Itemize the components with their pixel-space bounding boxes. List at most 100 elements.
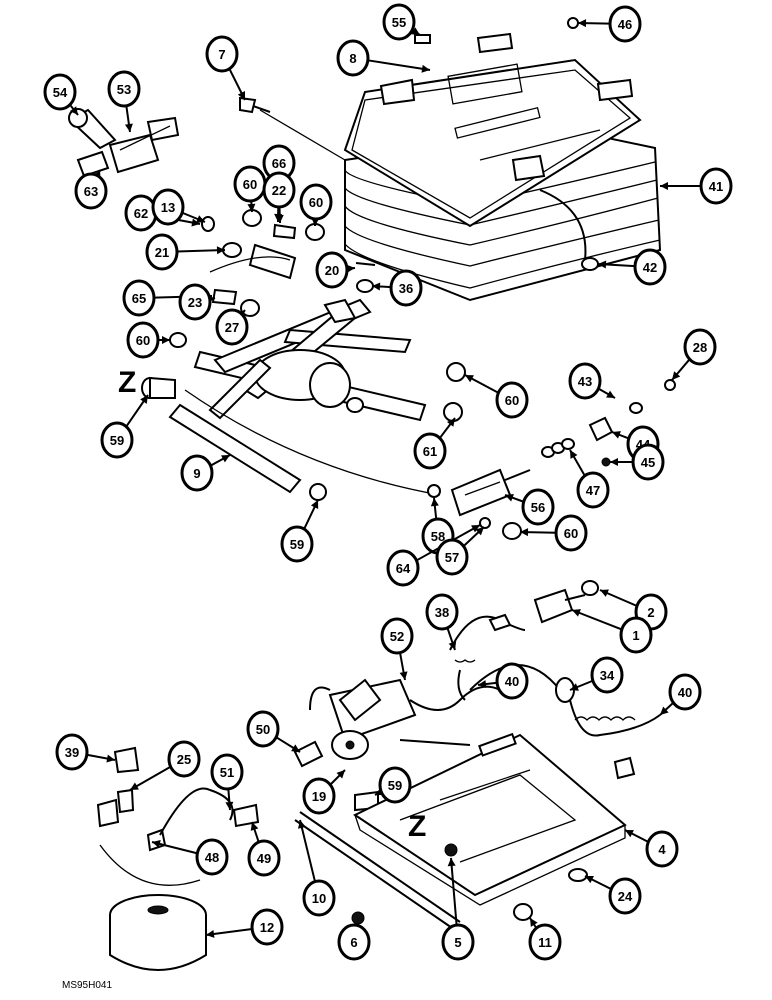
callout-number: 1 <box>632 628 639 643</box>
leader-arrowhead <box>585 876 594 884</box>
leader-arrowhead <box>221 455 230 463</box>
leader-arrowhead <box>446 418 455 427</box>
callout-number: 61 <box>423 444 437 459</box>
callout-number: 25 <box>177 752 191 767</box>
callout-7: 7 <box>205 35 246 101</box>
leader-arrowhead <box>660 182 668 190</box>
leader-arrowhead <box>237 91 245 100</box>
leader-arrowhead <box>660 706 669 715</box>
callout-circle <box>590 656 624 694</box>
callout-circle <box>608 877 642 915</box>
leader-arrowhead <box>530 918 538 927</box>
callout-number: 46 <box>618 17 632 32</box>
leader-arrowhead <box>140 395 148 404</box>
callout-47: 47 <box>569 449 610 509</box>
leader-arrowhead <box>162 336 170 344</box>
leader-arrowhead <box>399 671 408 680</box>
leader-arrowhead <box>465 375 474 383</box>
callout-circle <box>386 549 420 587</box>
callout-38: 38 <box>425 593 459 651</box>
callout-number: 42 <box>643 260 657 275</box>
callout-57: 57 <box>435 526 485 576</box>
callout-number: 59 <box>388 778 402 793</box>
callout-60: 60 <box>519 514 588 552</box>
callout-number: 24 <box>618 889 633 904</box>
leader-arrowhead <box>69 106 78 115</box>
callout-circle <box>336 39 370 77</box>
callout-circle <box>151 188 185 226</box>
leader-arrowhead <box>578 19 587 28</box>
callout-number: 23 <box>188 295 202 310</box>
callout-number: 19 <box>312 789 326 804</box>
leader-arrowhead <box>206 929 215 938</box>
callout-number: 38 <box>435 605 449 620</box>
callout-number: 51 <box>220 765 234 780</box>
callout-number: 66 <box>272 156 286 171</box>
callout-circle <box>122 279 156 317</box>
callout-circle <box>215 308 249 346</box>
leader-arrowhead <box>130 782 139 790</box>
callout-49: 49 <box>247 821 281 877</box>
callout-11: 11 <box>528 917 562 961</box>
callout-number: 41 <box>709 179 723 194</box>
callout-number: 5 <box>454 935 461 950</box>
callout-4: 4 <box>624 829 679 868</box>
callout-50: 50 <box>246 710 301 753</box>
callout-65: 65 <box>122 279 213 317</box>
leader-arrowhead <box>471 525 480 533</box>
callout-1: 1 <box>571 609 653 654</box>
small-parts-lower <box>96 580 661 971</box>
callout-circle <box>425 593 459 631</box>
leader-arrowhead <box>225 801 234 810</box>
callout-number: 28 <box>693 340 707 355</box>
callout-number: 34 <box>600 668 615 683</box>
leader-arrowhead <box>372 282 381 291</box>
leader-arrowhead <box>250 822 259 831</box>
callout-circle <box>631 443 665 481</box>
callout-circle <box>528 923 562 961</box>
callout-number: 58 <box>431 529 445 544</box>
leader-arrowhead <box>275 214 284 223</box>
callout-28: 28 <box>671 328 717 381</box>
callout-number: 60 <box>243 177 257 192</box>
callout-number: 59 <box>110 433 124 448</box>
callout-number: 43 <box>578 374 592 389</box>
callout-60: 60 <box>233 165 267 213</box>
leader-arrowhead <box>448 641 457 650</box>
callout-circle <box>568 362 602 400</box>
callout-number: 11 <box>538 935 552 950</box>
callout-circle <box>299 183 333 221</box>
callout-number: 53 <box>117 82 131 97</box>
callout-43: 43 <box>568 362 616 400</box>
callout-circle <box>302 879 336 917</box>
callout-leader <box>450 857 458 928</box>
leader-arrowhead <box>520 528 529 537</box>
callout-number: 60 <box>136 333 150 348</box>
callout-number: 57 <box>445 550 459 565</box>
leader-arrowhead <box>612 431 621 439</box>
callout-number: 63 <box>84 184 98 199</box>
callout-22: 22 <box>262 171 296 224</box>
callout-number: 6 <box>350 935 357 950</box>
callout-number: 4 <box>658 842 666 857</box>
leader-arrowhead <box>247 203 256 212</box>
drawing-code: MS95H041 <box>62 980 112 991</box>
callout-circle <box>645 830 679 868</box>
callout-number: 45 <box>641 455 655 470</box>
callout-40: 40 <box>477 662 529 700</box>
leader-arrowhead <box>478 680 487 689</box>
small-parts-upper <box>68 17 676 540</box>
leader-arrowhead <box>124 123 133 132</box>
callout-circle <box>210 753 244 791</box>
callout-number: 7 <box>218 47 225 62</box>
leader-arrowhead <box>291 744 300 752</box>
leader-arrowhead <box>298 820 306 829</box>
callout-25: 25 <box>129 740 201 791</box>
callout-circle <box>55 733 89 771</box>
callout-number: 47 <box>586 483 600 498</box>
leader-arrowhead <box>106 754 115 763</box>
callout-8: 8 <box>336 39 431 77</box>
callout-19: 19 <box>302 769 346 815</box>
callout-number: 60 <box>505 393 519 408</box>
callout-circle <box>337 923 371 961</box>
